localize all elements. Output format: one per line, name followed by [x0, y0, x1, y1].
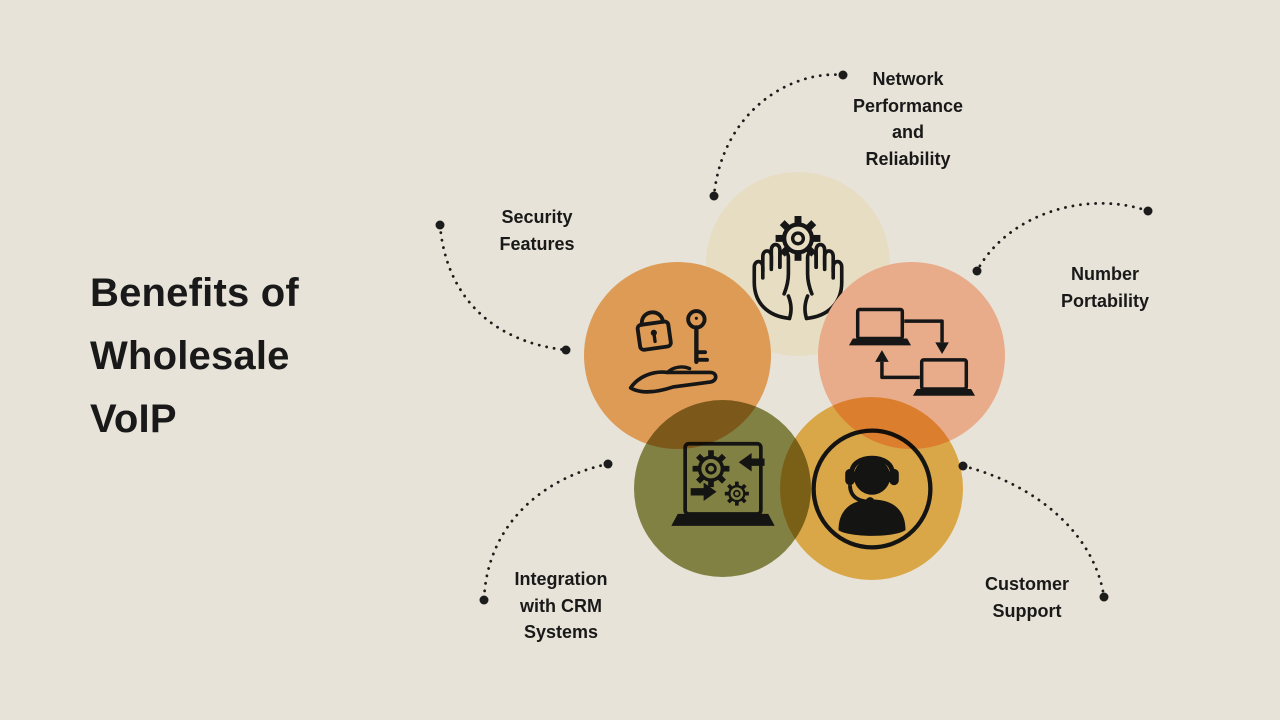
- connector-network: [712, 73, 845, 198]
- connector-portability: [975, 202, 1150, 273]
- laptop-gears-icon: [670, 441, 775, 526]
- connector-security: [438, 223, 568, 352]
- headset-agent-icon: [810, 427, 933, 550]
- page-title: Benefits of Wholesale VoIP: [90, 271, 299, 442]
- laptop-transfer-icon: [848, 307, 975, 396]
- label-crm-integration: Integration with CRM Systems: [514, 569, 608, 643]
- connector-crm: [482, 462, 610, 602]
- label-security-features: Security Features: [499, 207, 575, 254]
- connector-endpoint-dots: [435, 70, 1153, 605]
- circle-customer-support: [780, 397, 963, 580]
- lock-key-hand-icon: [628, 308, 717, 394]
- label-number-portability: Number Portability: [1060, 264, 1149, 311]
- label-network-performance: Network Performance and Reliability: [852, 69, 964, 169]
- label-customer-support: Customer Support: [984, 574, 1069, 621]
